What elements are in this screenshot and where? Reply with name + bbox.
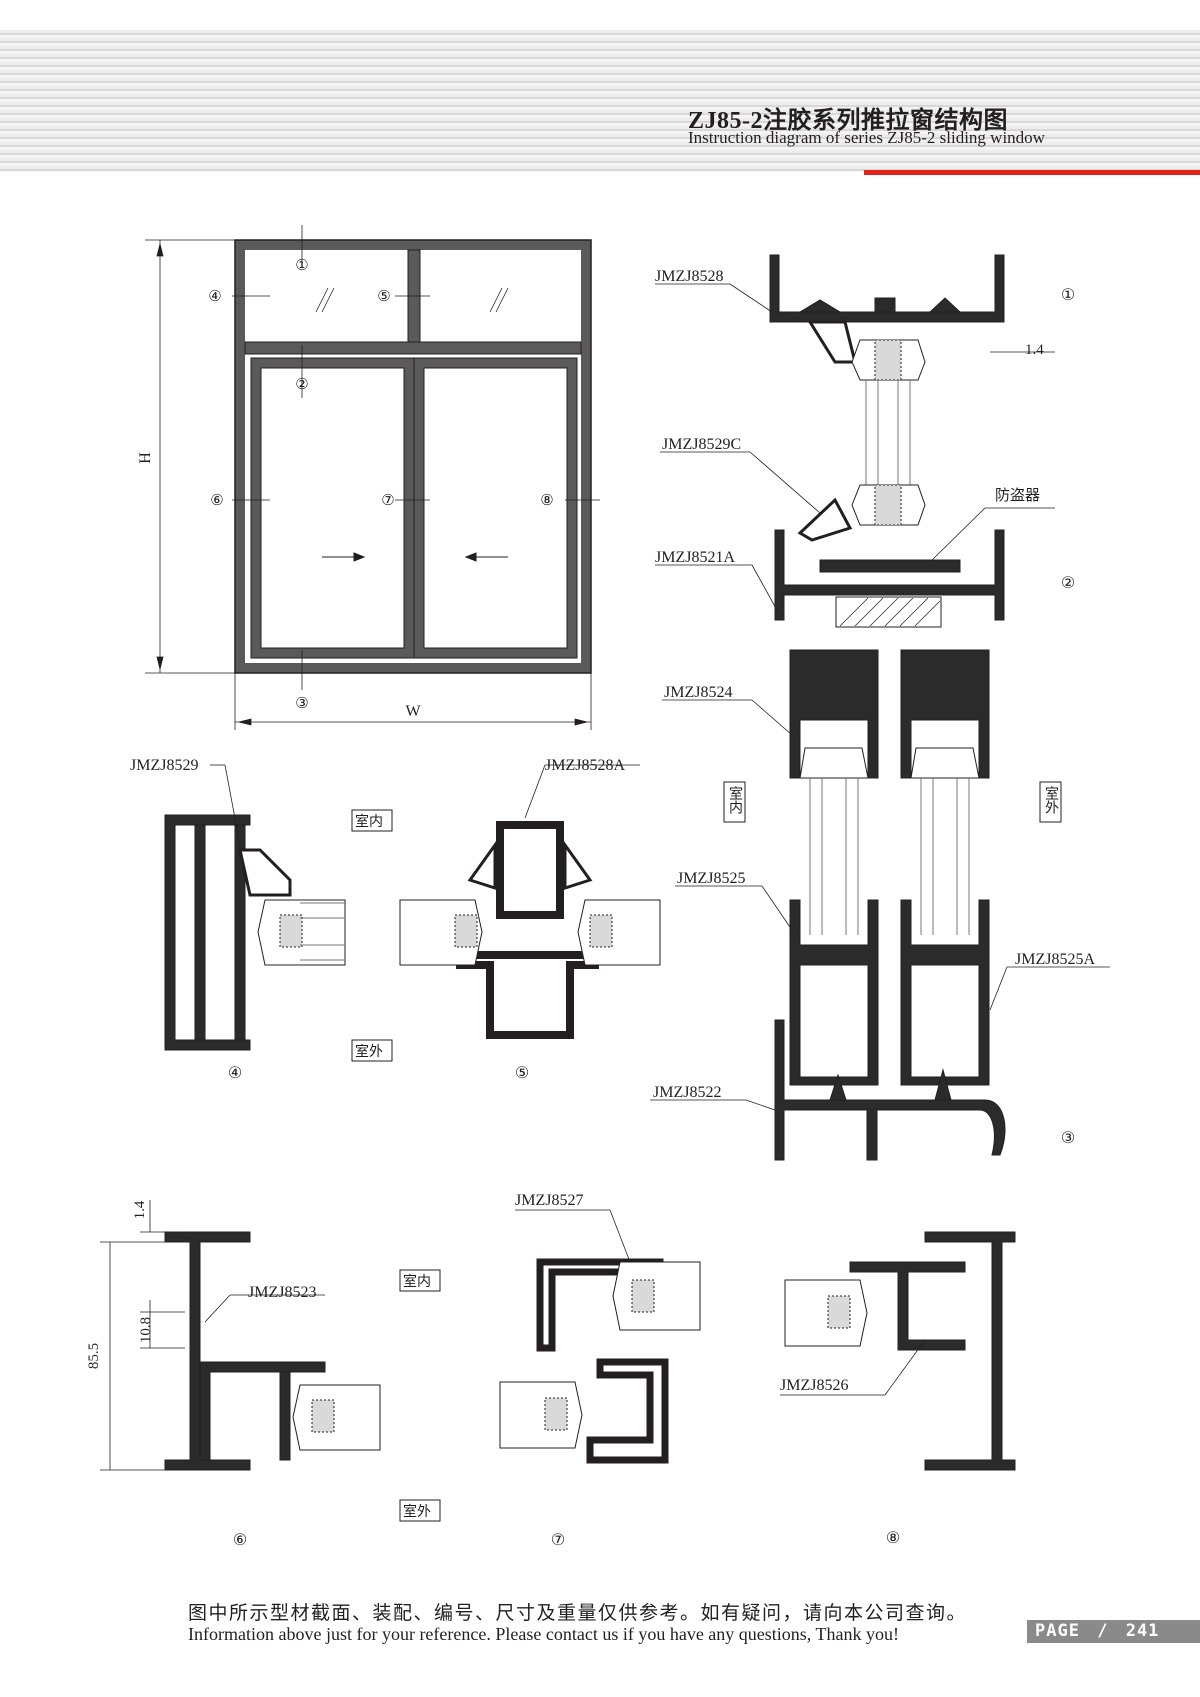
label-outdoor-right: 室外	[1043, 785, 1059, 814]
footer-note-en: Information above just for your referenc…	[188, 1624, 899, 1644]
transom-profile	[774, 529, 1005, 621]
label-anti-theft: 防盗器	[995, 486, 1040, 504]
section-8	[780, 1231, 1016, 1471]
section-marker-7: ⑦	[551, 1532, 565, 1549]
sash-top-left	[789, 649, 879, 779]
vertical-section	[650, 254, 1110, 1161]
label-jmzj8529c: JMZJ8529C	[662, 436, 741, 453]
label-jmzj8524: JMZJ8524	[664, 684, 732, 701]
height-dimension	[145, 239, 235, 674]
label-jmzj8522: JMZJ8522	[653, 1084, 721, 1101]
upper-glass	[851, 339, 926, 526]
window-elevation: H W ① ② ③ ④ ⑤ ⑥ ⑦ ⑧	[137, 225, 600, 730]
section-marker-5: ⑤	[515, 1065, 529, 1082]
marker-1: ①	[295, 258, 308, 274]
label-jmzj8527: JMZJ8527	[515, 1192, 583, 1209]
footer-note-cn: 图中所示型材截面、装配、编号、尺寸及重量仅供参考。如有疑问，请向本公司查询。	[188, 1602, 968, 1624]
label-indoor-6: 室内	[403, 1273, 431, 1290]
label-outdoor-6: 室外	[403, 1503, 431, 1520]
label-jmzj8528a: JMZJ8528A	[545, 757, 625, 774]
page-subtitle: Instruction diagram of series ZJ85-2 sli…	[688, 128, 1045, 147]
label-jmzj8525: JMZJ8525	[677, 870, 745, 887]
label-jmzj8528: JMZJ8528	[655, 268, 723, 285]
section-5	[399, 764, 661, 1039]
marker-7: ⑦	[381, 493, 394, 509]
width-dimension	[234, 673, 592, 730]
page-separator: /	[1097, 1621, 1109, 1641]
glass-hatch	[315, 287, 509, 313]
section-marker-4: ④	[228, 1065, 242, 1082]
label-indoor-right: 室内	[727, 785, 743, 815]
height-label: H	[137, 452, 154, 464]
accent-bar	[864, 170, 1200, 175]
lower-glass	[809, 778, 970, 935]
slide-arrows	[322, 552, 508, 562]
label-jmzj8523: JMZJ8523	[248, 1284, 316, 1301]
sash-top-right	[900, 649, 990, 779]
section-marker-8: ⑧	[886, 1530, 900, 1547]
label-jmzj8526: JMZJ8526	[780, 1377, 848, 1394]
marker-3: ③	[295, 696, 308, 712]
section-marker-3: ③	[1061, 1130, 1075, 1147]
section-7	[499, 1209, 701, 1464]
section-marker-1: ①	[1061, 287, 1075, 304]
label-jmzj8529: JMZJ8529	[130, 757, 198, 774]
marker-4: ④	[208, 289, 221, 305]
section-4	[164, 764, 393, 1062]
header-band	[0, 30, 1200, 172]
label-outdoor-4: 室外	[355, 1043, 383, 1060]
page-number: 241	[1125, 1621, 1160, 1641]
bead-8529c	[797, 497, 853, 542]
top-frame-profile	[769, 254, 1005, 323]
page-label: PAGE	[1035, 1621, 1080, 1641]
width-label: W	[405, 703, 421, 720]
section-marker-6: ⑥	[233, 1532, 247, 1549]
section-6	[100, 1200, 441, 1522]
label-jmzj8525a: JMZJ8525A	[1015, 951, 1095, 968]
label-indoor-4: 室内	[355, 813, 383, 830]
label-jmzj8521a: JMZJ8521A	[655, 549, 735, 566]
page-title: ZJ85-2注胶系列推拉窗结构图	[688, 108, 1008, 134]
dim-slot: 10.8	[138, 1317, 154, 1343]
dim-depth: 85.5	[86, 1343, 102, 1369]
page-number-badge: PAGE / 241	[1027, 1620, 1200, 1643]
marker-2: ②	[295, 377, 308, 393]
section-marker-2: ②	[1061, 575, 1075, 592]
marker-5: ⑤	[377, 289, 390, 305]
marker-8: ⑧	[540, 493, 553, 509]
bottom-frame-profile	[774, 1019, 1006, 1161]
transom-bar	[244, 341, 582, 355]
dim-wall-top: 1.4	[1025, 342, 1044, 358]
marker-6: ⑥	[210, 493, 223, 509]
dim-wall-6: 1.4	[132, 1200, 148, 1219]
